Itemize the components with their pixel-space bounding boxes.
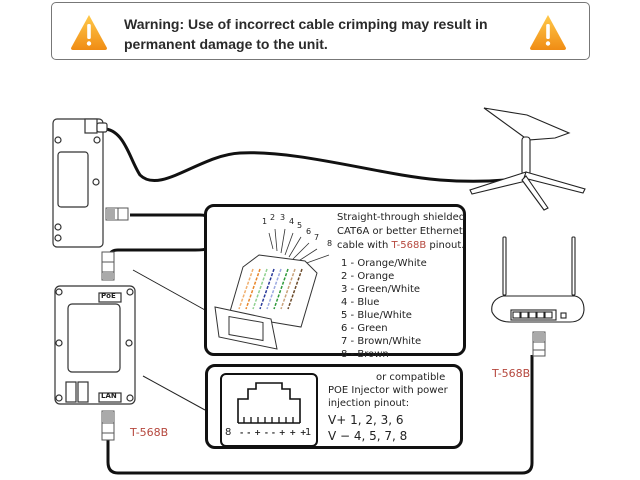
- cable-description: Straight-through shielded CAT6A or bette…: [337, 211, 465, 253]
- pinout-list: 1 - Orange/White 2 - Orange 3 - Green/Whit…: [341, 257, 427, 361]
- cable-desc-line-3: cable with T-568B pinout.: [337, 239, 465, 253]
- standard-label-left: T-568B: [130, 426, 169, 439]
- wire-strand: [252, 268, 268, 310]
- poe-desc-line-3: injection pinout:: [328, 398, 410, 409]
- poe-pinout-box: 8 - - + - - + + + 1 or compatible POE In…: [205, 364, 463, 449]
- poe-port-label: PoE: [101, 292, 116, 300]
- rj45-connector-illustration: [214, 228, 330, 350]
- poe-desc-line-1: or compatible: [376, 372, 446, 383]
- warning-triangle-icon: [71, 15, 107, 50]
- cable-desc-prefix: cable with: [337, 240, 392, 251]
- wire-strand: [238, 268, 254, 310]
- dish-power-unit: [52, 118, 108, 248]
- wire-strand: [287, 268, 303, 310]
- poe-vplus: V+ 1, 2, 3, 6: [328, 413, 404, 427]
- wire-strand: [266, 268, 282, 310]
- standard-label-right: T-568B: [492, 367, 531, 380]
- wire-strand: [245, 268, 261, 310]
- poe-vminus: V − 4, 5, 7, 8: [328, 429, 408, 443]
- cable-desc-line-1: Straight-through shielded: [337, 212, 466, 223]
- warning-text: Warning: Use of incorrect cable crimping…: [124, 14, 488, 54]
- dish-cable: [105, 127, 527, 183]
- satellite-dish: [469, 107, 586, 211]
- pinout-item: 7 - Brown/White: [341, 336, 422, 347]
- pinout-item: 4 - Blue: [341, 297, 380, 308]
- pin-number-label: 1: [262, 217, 268, 226]
- rj45-plug-router: [532, 331, 546, 357]
- wire-strand: [273, 268, 289, 310]
- pin-number-label: 2: [270, 213, 276, 222]
- poe-injector: [54, 285, 136, 405]
- poe-desc-line-2: POE Injector with power: [328, 385, 448, 396]
- pinout-item: 6 - Green: [341, 323, 388, 334]
- cable-desc-suffix: pinout.: [426, 240, 465, 251]
- lan-port-label: LAN: [101, 392, 117, 400]
- warning-triangle-icon: [530, 15, 566, 50]
- pinout-item: 1 - Orange/White: [341, 258, 427, 269]
- wire-strand: [280, 268, 296, 310]
- wire-strand: [259, 268, 275, 310]
- warning-line-1: Warning: Use of incorrect cable crimping…: [124, 16, 488, 32]
- pin-number-label: 4: [289, 217, 295, 226]
- rj45-jack-diagram: 8 - - + - - + + + 1: [220, 373, 318, 447]
- pinout-item: 2 - Orange: [341, 271, 395, 282]
- wire-strands: [238, 268, 303, 310]
- pin-number-label: 5: [297, 221, 303, 230]
- pin-number-label: 3: [280, 213, 286, 222]
- router-to-dish-cable-link: [106, 213, 214, 263]
- rj45-jack-outline: [237, 382, 301, 424]
- cable-pinout-box: Straight-through shielded CAT6A or bette…: [204, 204, 466, 360]
- warning-banner: Warning: Use of incorrect cable crimping…: [51, 2, 590, 60]
- rj45-plug-top: [105, 207, 129, 221]
- cable-standard: T-568B: [391, 240, 427, 251]
- jack-pin-1-label: 1: [305, 427, 312, 438]
- rj45-plug-mid: [101, 251, 115, 281]
- pin-number-label: 7: [314, 233, 320, 242]
- pinout-item: 3 - Green/White: [341, 284, 421, 295]
- warning-line-2: permanent damage to the unit.: [124, 36, 328, 52]
- pin-number-label: 6: [306, 227, 312, 236]
- wifi-router: [491, 236, 585, 323]
- cable-desc-line-2: CAT6A or better Ethernet: [337, 226, 463, 237]
- jack-polarity: - - + - - + + +: [240, 428, 308, 437]
- pinout-item: 8 - Brown: [341, 349, 389, 360]
- rj45-plug-lan: [101, 410, 115, 441]
- pinout-item: 5 - Blue/White: [341, 310, 412, 321]
- pin-number-label: 8: [327, 239, 333, 248]
- jack-pin-8-label: 8: [225, 427, 232, 438]
